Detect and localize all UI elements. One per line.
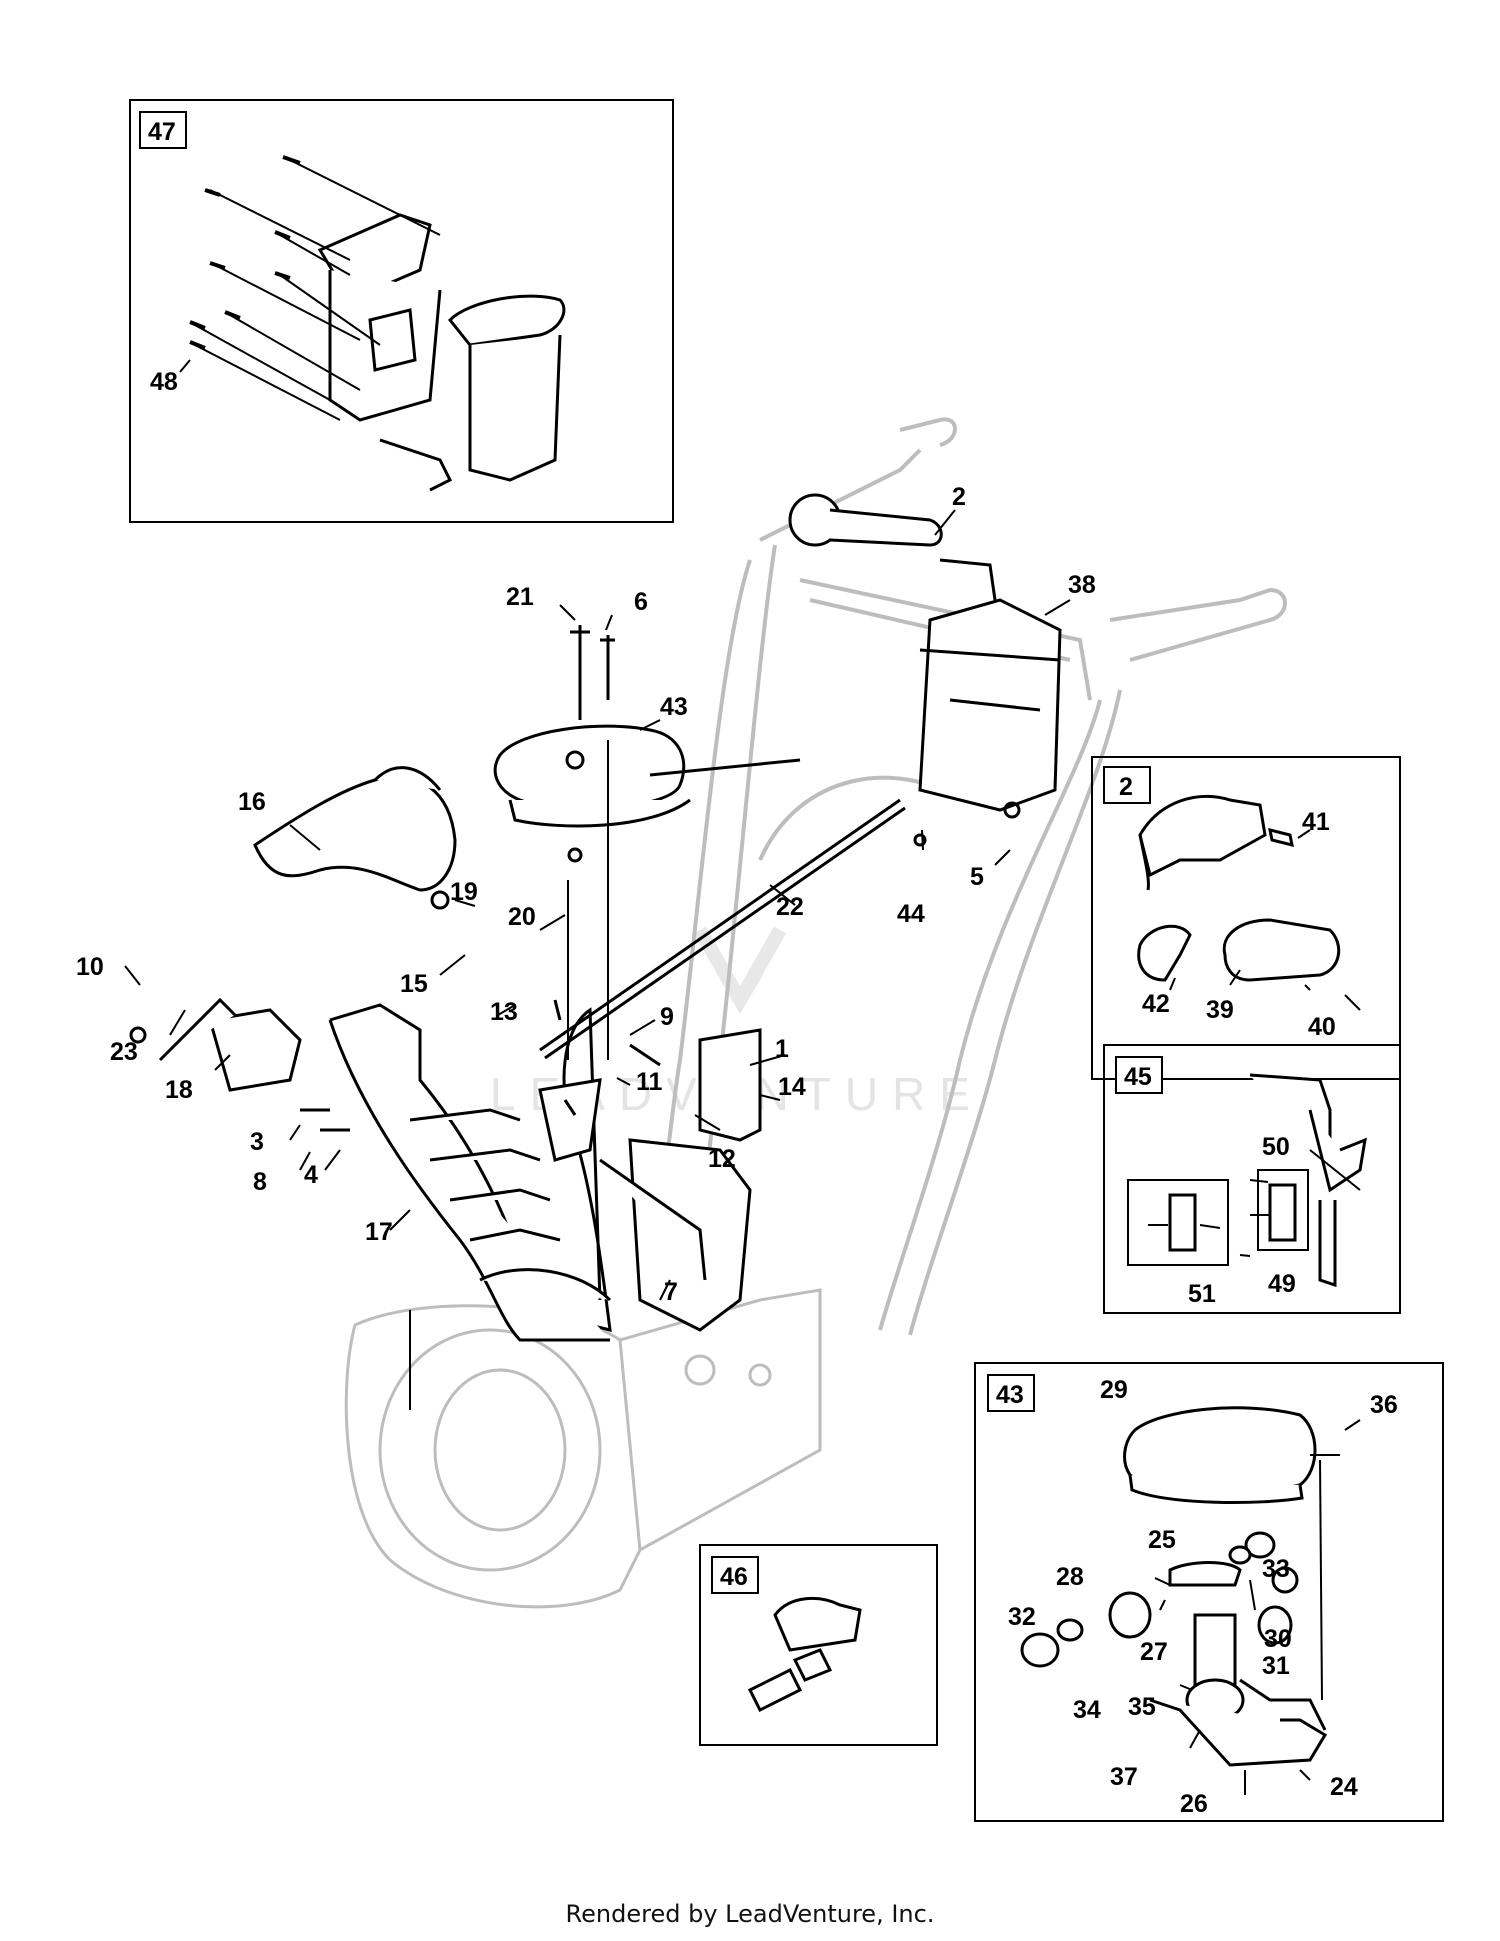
inset-box-47 — [129, 99, 674, 523]
chute-rotator-housing — [493, 724, 691, 828]
callout-48: 48 — [150, 368, 178, 396]
callout-28: 28 — [1056, 1563, 1084, 1591]
chute-deflector — [253, 766, 457, 892]
callout-14: 14 — [778, 1073, 806, 1101]
callout-15: 15 — [400, 970, 428, 998]
callout-5: 5 — [970, 863, 984, 891]
callout-9: 9 — [660, 1003, 674, 1031]
callout-36: 36 — [1370, 1391, 1398, 1419]
callout-31: 31 — [1262, 1652, 1290, 1680]
callout-21: 21 — [506, 583, 534, 611]
callout-32: 32 — [1008, 1603, 1036, 1631]
callout-8: 8 — [253, 1168, 267, 1196]
callout-42: 42 — [1142, 990, 1170, 1018]
callout-11: 11 — [636, 1068, 663, 1096]
callout-24: 24 — [1330, 1773, 1358, 1801]
callout-6: 6 — [634, 588, 648, 616]
callout-1: 1 — [775, 1035, 789, 1063]
callout-19: 19 — [450, 878, 478, 906]
gearbox-bracket — [599, 1028, 762, 1332]
callout-22: 22 — [776, 893, 804, 921]
box-label-47: 47 — [148, 118, 176, 146]
callout-34: 34 — [1073, 1696, 1101, 1724]
callout-30: 30 — [1264, 1625, 1292, 1653]
fasteners — [129, 625, 1021, 1132]
inset-box-45 — [1103, 1044, 1401, 1314]
inset-box-46 — [699, 1544, 938, 1746]
box-label-43: 43 — [996, 1381, 1024, 1409]
callout-49: 49 — [1268, 1270, 1296, 1298]
callout-25: 25 — [1148, 1526, 1176, 1554]
callout-39: 39 — [1206, 996, 1234, 1024]
auger-housing — [344, 1288, 822, 1609]
chute-crank-rod — [539, 798, 906, 1060]
callout-12: 12 — [708, 1145, 736, 1173]
main-callouts: 2 38 21 6 43 16 19 20 22 44 5 10 15 13 9… — [76, 483, 1096, 1306]
callout-7: 7 — [664, 1278, 678, 1306]
callout-20: 20 — [508, 903, 536, 931]
box-label-2: 2 — [1119, 773, 1133, 801]
footer-credit: Rendered by LeadVenture, Inc. — [565, 1900, 935, 1928]
callout-51: 51 — [1188, 1280, 1216, 1308]
callout-16: 16 — [238, 788, 266, 816]
callout-10: 10 — [76, 953, 104, 981]
callout-18: 18 — [165, 1076, 193, 1104]
callout-3: 3 — [250, 1128, 264, 1156]
shift-handle — [788, 493, 997, 601]
inset-box-43 — [974, 1362, 1444, 1822]
callout-4: 4 — [304, 1161, 318, 1189]
callout-35: 35 — [1128, 1693, 1156, 1721]
inset-labels: 47 48 2 41 42 39 40 45 50 51 49 43 29 36… — [148, 118, 1398, 1818]
box-label-46: 46 — [720, 1563, 748, 1591]
leader-lines — [124, 509, 1071, 1410]
callout-27: 27 — [1140, 1638, 1168, 1666]
callout-23: 23 — [110, 1038, 138, 1066]
callout-26: 26 — [1180, 1790, 1208, 1818]
inset-box-2 — [1091, 756, 1401, 1080]
box-label-45: 45 — [1124, 1063, 1152, 1091]
callout-44: 44 — [897, 900, 925, 928]
discharge-chute — [328, 1003, 612, 1342]
callout-50: 50 — [1262, 1133, 1290, 1161]
control-panel — [918, 598, 1062, 812]
callout-13: 13 — [490, 998, 518, 1026]
callout-2: 2 — [952, 483, 966, 511]
callout-43: 43 — [660, 693, 688, 721]
callout-29: 29 — [1100, 1376, 1128, 1404]
callout-40: 40 — [1308, 1013, 1336, 1041]
callout-37: 37 — [1110, 1763, 1138, 1791]
callout-38: 38 — [1068, 571, 1096, 599]
callout-41: 41 — [1302, 808, 1330, 836]
callout-33: 33 — [1262, 1555, 1290, 1583]
callout-17: 17 — [365, 1218, 393, 1246]
chute-pivot-bracket — [158, 997, 602, 1162]
